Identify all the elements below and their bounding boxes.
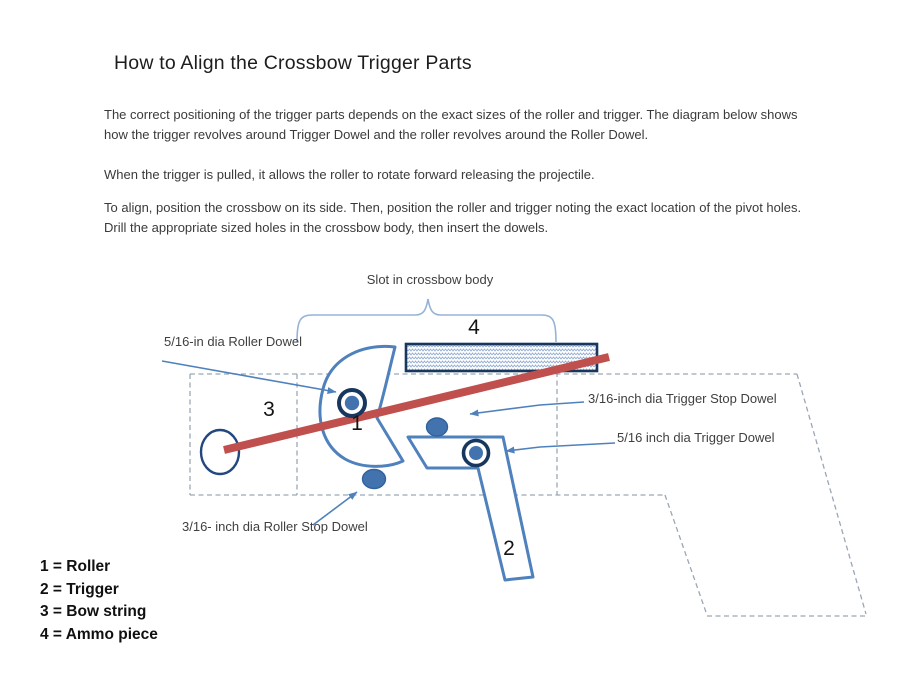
grip-diagonal [664,494,708,616]
roller-dowel-label: 5/16-in dia Roller Dowel [164,334,303,349]
trigger-dowel-label: 5/16 inch dia Trigger Dowel [617,430,775,445]
part-number-roller: 1 [351,412,363,435]
roller-dowel-arrow [161,360,337,394]
part-number-bow-string: 3 [263,398,275,421]
trigger-dowel-arrow [505,442,616,454]
trigger-stop-dowel [425,417,449,437]
bow-string-loop [199,428,241,476]
outline-right-diagonal [796,373,867,615]
trigger-stop-dowel-label: 3/16-inch dia Trigger Stop Dowel [588,391,777,406]
trigger-shape [406,435,535,582]
trigger-stop-dowel-arrow [469,401,585,417]
part-number-trigger: 2 [503,537,515,560]
part-number-ammo: 4 [468,316,480,339]
roller-stop-dowel [361,468,387,490]
roller-dowel-pin [344,395,360,411]
body-paragraph: The correct positioning of the trigger p… [104,107,798,142]
trigger-dowel-pin [469,446,483,460]
legend-item-roller: 1 = Roller [40,558,111,575]
roller-stop-dowel-label: 3/16- inch dia Roller Stop Dowel [182,519,368,534]
crossbow-body-outline [189,372,867,617]
body-paragraph: To align, position the crossbow on its s… [104,200,802,235]
body-paragraph: When the trigger is pulled, it allows th… [104,167,595,182]
bow-string-line [223,353,610,454]
slot-label: Slot in crossbow body [366,272,494,287]
page-title: How to Align the Crossbow Trigger Parts [114,52,472,74]
legend-item-trigger: 2 = Trigger [40,580,119,598]
roller-stop-dowel-arrow [312,491,358,526]
legend-item-bow-string: 3 = Bow string [40,603,147,620]
legend-item-ammo-piece: 4 = Ammo piece [40,625,158,643]
slot-brace [296,298,557,343]
legend: 1 = Roller 2 = Trigger 3 = Bow string 4 … [40,556,158,646]
